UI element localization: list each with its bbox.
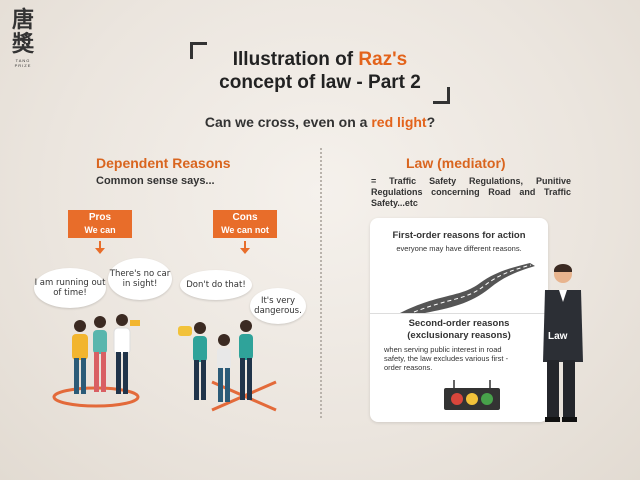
road-icon: [400, 263, 535, 313]
section-divider: [320, 148, 322, 418]
dependent-reasons-heading: Dependent Reasons: [96, 155, 231, 171]
cons-arrow-icon: [240, 241, 250, 254]
cons-tag: Cons We can not: [213, 210, 277, 238]
pros-people-illustration: [52, 314, 140, 408]
page-title: Illustration of Raz's concept of law - P…: [219, 49, 421, 93]
title-frame: Illustration of Raz's concept of law - P…: [190, 42, 450, 104]
tang-prize-logo: 唐 獎 TANG PRIZE: [8, 8, 38, 68]
speech-bubble-running: I am running out of time!: [34, 268, 106, 308]
title-bracket-bottom-right: [433, 87, 450, 104]
cons-people-illustration: [178, 320, 277, 412]
card-separator: [370, 313, 548, 314]
second-order-description: when serving public interest in road saf…: [384, 345, 509, 372]
question: Can we cross, even on a red light?: [204, 114, 436, 130]
logo-char-2: 獎: [11, 31, 34, 57]
speech-bubble-dangerous: It's very dangerous.: [250, 288, 306, 324]
speech-bubble-nocar: There's no car in sight!: [108, 258, 172, 300]
title-highlight: Raz's: [358, 49, 408, 70]
logo-subtitle: TANG PRIZE: [14, 58, 32, 68]
pros-tag: Pros We can: [68, 210, 132, 238]
second-order-title: Second-order reasons (exclusionary reaso…: [407, 318, 511, 341]
law-badge: Law: [548, 331, 568, 342]
reasons-card: First-order reasons for action everyone …: [370, 218, 548, 422]
first-order-description: everyone may have different reasons.: [396, 244, 522, 253]
traffic-light-icon: [444, 380, 500, 410]
law-person-illustration: [543, 264, 583, 422]
law-description: = Traffic Safety Regulations, Punitive R…: [371, 176, 571, 208]
logo-char-1: 唐: [11, 7, 34, 33]
title-bracket-top-left: [190, 42, 207, 59]
common-sense-subheading: Common sense says...: [96, 175, 215, 187]
law-heading: Law (mediator): [406, 155, 506, 171]
pros-arrow-icon: [95, 241, 105, 254]
first-order-title: First-order reasons for action: [392, 230, 526, 241]
question-highlight: red light: [371, 114, 427, 130]
speech-bubble-dont: Don't do that!: [180, 270, 252, 300]
